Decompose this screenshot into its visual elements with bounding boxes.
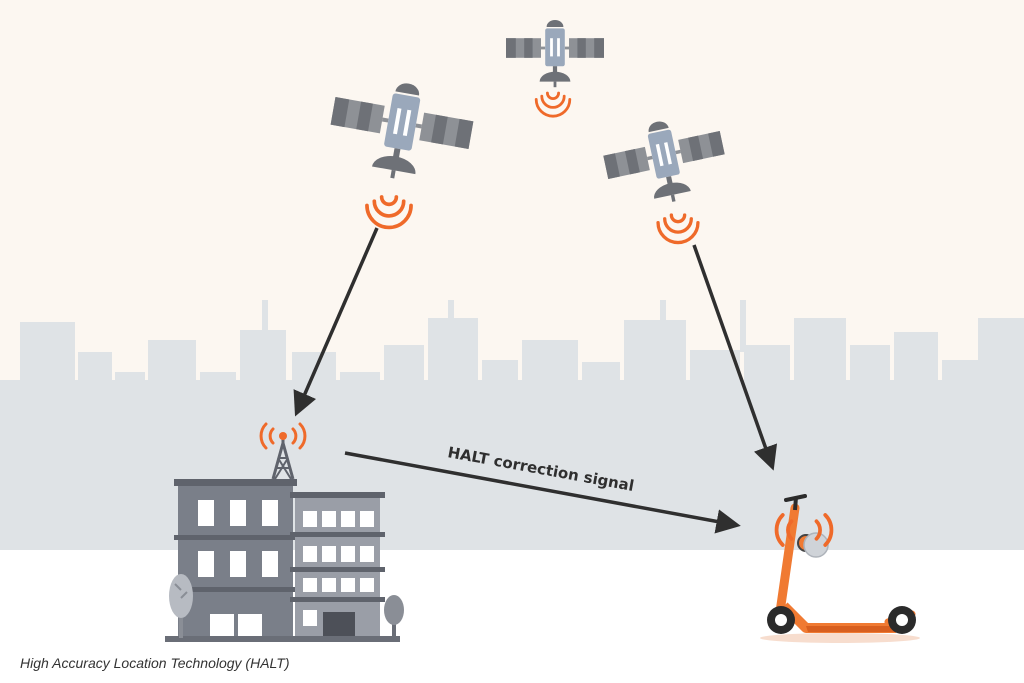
electric-scooter-icon (760, 494, 920, 643)
tree-icon (169, 574, 193, 638)
satellite-to-scooter-arrow (692, 244, 778, 471)
tree-icon (384, 595, 404, 638)
antenna-tower-icon (271, 432, 295, 480)
ground (0, 550, 1024, 683)
correction-signal-arrow (344, 451, 741, 534)
diagram-caption: High Accuracy Location Technology (HALT) (20, 655, 290, 671)
building-icon (165, 479, 400, 642)
satellite-to-base-arrow (293, 227, 379, 417)
